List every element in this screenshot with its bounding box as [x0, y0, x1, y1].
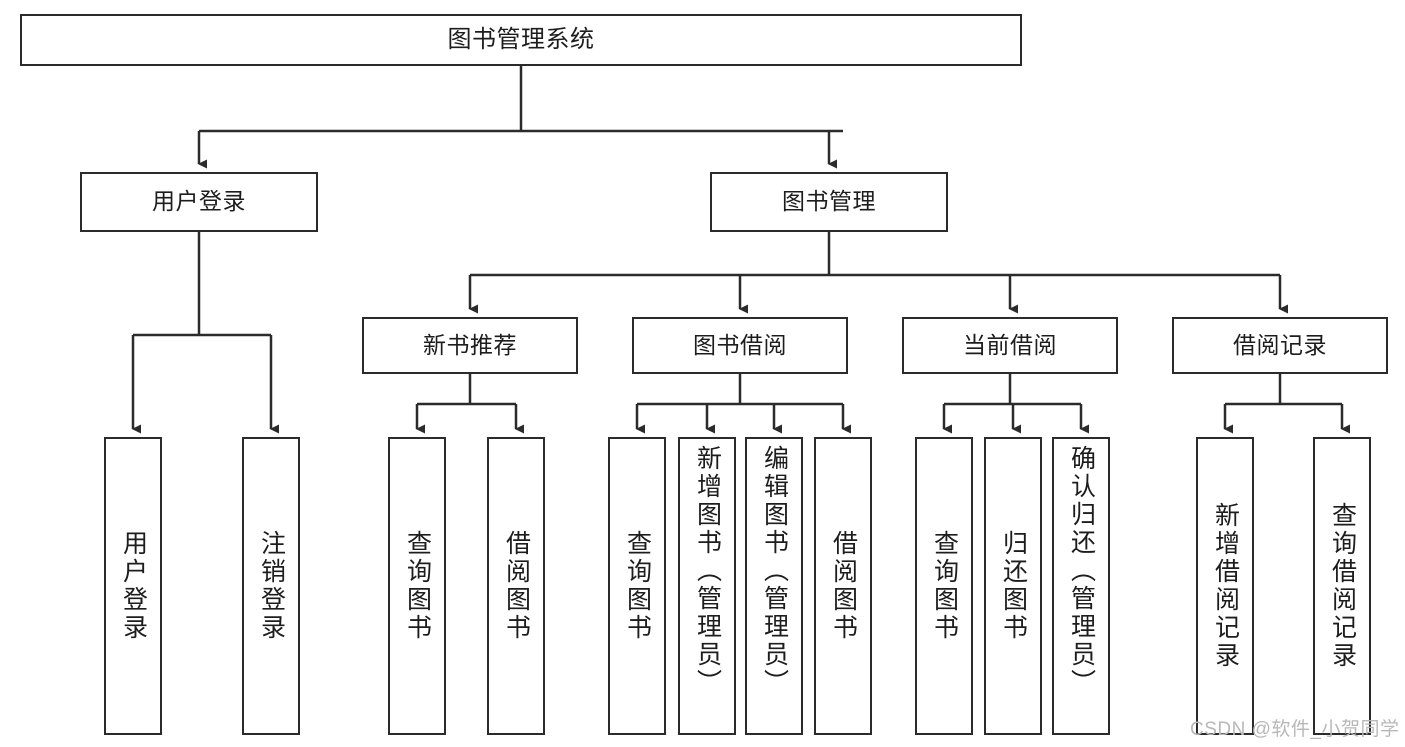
node-leaf-query-book-3-label: 查询图书	[930, 530, 959, 642]
node-leaf-borrow-book-1-label: 借阅图书	[502, 530, 531, 642]
node-current-borrow[interactable]: 当前借阅	[902, 317, 1118, 374]
node-borrow-record[interactable]: 借阅记录	[1172, 317, 1388, 374]
node-leaf-query-book-2-label: 查询图书	[623, 530, 652, 642]
csdn-watermark: CSDN @软件_小贺同学	[1190, 719, 1400, 740]
node-leaf-borrow-book-2[interactable]: 借阅图书	[814, 437, 872, 735]
node-leaf-query-record[interactable]: 查询借阅记录	[1313, 437, 1371, 735]
node-leaf-query-book-1-label: 查询图书	[403, 530, 432, 642]
node-leaf-user-login[interactable]: 用户登录	[104, 437, 162, 735]
node-leaf-return-book[interactable]: 归还图书	[984, 437, 1042, 735]
node-leaf-user-login-label: 用户登录	[119, 530, 148, 642]
node-leaf-edit-book[interactable]: 编辑图书（管理员）	[745, 437, 803, 735]
node-leaf-add-book[interactable]: 新增图书（管理员）	[678, 437, 736, 735]
node-current-borrow-label: 当前借阅	[963, 331, 1057, 358]
node-root[interactable]: 图书管理系统	[20, 14, 1022, 66]
node-new-book-recommend-label: 新书推荐	[423, 331, 517, 358]
node-leaf-logout[interactable]: 注销登录	[242, 437, 300, 735]
node-borrow-record-label: 借阅记录	[1233, 331, 1327, 358]
node-book-manage-label: 图书管理	[782, 188, 876, 215]
node-leaf-add-record[interactable]: 新增借阅记录	[1196, 437, 1254, 735]
node-leaf-query-book-1[interactable]: 查询图书	[388, 437, 446, 735]
node-leaf-add-book-label: 新增图书（管理员）	[693, 445, 722, 697]
node-leaf-query-book-3[interactable]: 查询图书	[915, 437, 973, 735]
node-leaf-add-record-label: 新增借阅记录	[1211, 502, 1240, 670]
node-leaf-query-book-2[interactable]: 查询图书	[608, 437, 666, 735]
node-leaf-borrow-book-2-label: 借阅图书	[829, 530, 858, 642]
node-user-login-label: 用户登录	[152, 188, 246, 215]
node-user-login[interactable]: 用户登录	[80, 172, 318, 232]
node-leaf-return-book-label: 归还图书	[999, 530, 1028, 642]
node-leaf-logout-label: 注销登录	[257, 530, 286, 642]
node-leaf-confirm-return[interactable]: 确认归还（管理员）	[1052, 437, 1110, 735]
node-leaf-confirm-return-label: 确认归还（管理员）	[1067, 445, 1096, 697]
node-root-label: 图书管理系统	[447, 25, 595, 53]
node-book-manage[interactable]: 图书管理	[710, 172, 948, 232]
node-new-book-recommend[interactable]: 新书推荐	[362, 317, 578, 374]
node-leaf-edit-book-label: 编辑图书（管理员）	[760, 445, 789, 697]
node-leaf-borrow-book-1[interactable]: 借阅图书	[487, 437, 545, 735]
node-book-borrow-label: 图书借阅	[693, 331, 787, 358]
node-leaf-query-record-label: 查询借阅记录	[1328, 502, 1357, 670]
node-book-borrow[interactable]: 图书借阅	[632, 317, 848, 374]
